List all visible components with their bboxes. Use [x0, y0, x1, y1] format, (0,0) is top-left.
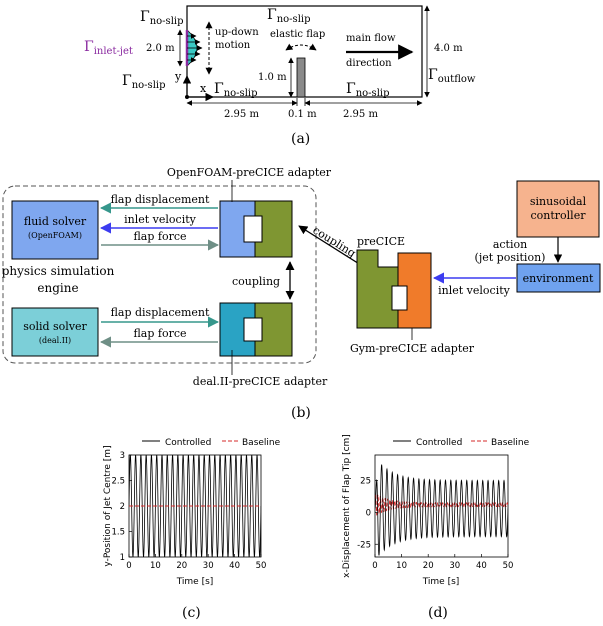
elastic-flap — [296, 57, 306, 98]
chart-d-legend-controlled: Controlled — [416, 438, 462, 448]
up-down-label-2: motion — [215, 40, 251, 51]
up-down-label-1: up-down — [215, 27, 259, 38]
chart-d-xlabel: Time [s] — [422, 577, 460, 587]
y-tick-label-3: 2.5 — [111, 477, 125, 487]
x-tick-label-3: 30 — [203, 561, 214, 571]
dim-right-label: 2.95 m — [343, 109, 378, 120]
gamma-noslip-bottomleft: Γno-slip — [122, 73, 166, 91]
action-label-1: action — [493, 238, 527, 251]
x-tick-label-0: 0 — [126, 561, 131, 571]
environment-box — [516, 263, 601, 293]
axis-y-label: y — [174, 70, 182, 83]
chart-c-xlabel: Time [s] — [176, 577, 214, 587]
gamma-outflow: Γoutflow — [428, 67, 476, 85]
environment-label: environment — [523, 272, 594, 285]
gamma-noslip-bottom-right-wall: Γno-slip — [346, 81, 390, 99]
openfoam-precice-shape — [254, 200, 293, 258]
x-tick-label-1: 10 — [150, 561, 161, 571]
physics-label-2: engine — [37, 281, 78, 295]
flap-height-label: 1.0 m — [258, 72, 287, 83]
fluid-solver-sub: (OpenFOAM) — [28, 231, 82, 240]
y-tick-label-0: -25 — [357, 540, 371, 550]
fluid-solver-box — [11, 200, 99, 260]
x-tick-label-4: 40 — [229, 561, 240, 571]
inlet-velocity-label-2: inlet velocity — [438, 284, 511, 297]
flap-force-label-2: flap force — [133, 327, 186, 340]
dealii-adapter-label: deal.II-preCICE adapter — [193, 375, 328, 388]
gamma-noslip-topleft: Γno-slip — [140, 9, 184, 27]
chart-d-controlled-line — [375, 464, 508, 556]
x-tick-label-0: 0 — [372, 561, 377, 571]
x-tick-label-5: 50 — [256, 561, 267, 571]
jet-height-label: 2.0 m — [146, 43, 175, 54]
main-flow-label-2: direction — [346, 58, 392, 69]
axis-x-label: x — [200, 82, 207, 95]
inlet-velocity-arrows — [187, 33, 203, 63]
gym-adapter-label: Gym-preCICE adapter — [350, 342, 475, 355]
action-label-2: (jet position) — [475, 251, 546, 264]
chart-d: 0 10 20 30 40 50 -25 0 25 Controlled Baseline Ti… — [342, 434, 530, 621]
dim-left-label: 2.95 m — [224, 109, 259, 120]
chart-c: 0 10 20 30 40 50 1 1.5 2 2.5 3 Controlled Baseline… — [103, 438, 281, 621]
gym-precice-orange-shape — [397, 252, 432, 329]
physics-label-1: physics simulation — [2, 264, 115, 278]
controller-label-2: controller — [531, 209, 587, 222]
caption-a: (a) — [291, 131, 310, 147]
gamma-noslip-top: Γno-slip — [267, 7, 311, 25]
solid-solver-box — [11, 307, 99, 357]
y-tick-label-2: 25 — [360, 477, 371, 487]
chart-d-legend-baseline: Baseline — [491, 438, 530, 448]
x-tick-label-5: 50 — [503, 561, 514, 571]
openfoam-adapter-label: OpenFOAM-preCICE adapter — [167, 166, 332, 179]
dim-flap-label: 0.1 m — [288, 109, 317, 120]
panel-a: Γno-slip Γinlet-jet Γno-slip Γno-slip Γn… — [84, 5, 476, 147]
gamma-inlet-jet: Γinlet-jet — [84, 39, 133, 57]
fluid-solver-label: fluid solver — [24, 215, 87, 228]
y-tick-label-1: 0 — [366, 508, 371, 518]
x-tick-label-4: 40 — [476, 561, 487, 571]
flap-motion-arc — [285, 43, 317, 51]
controller-box — [516, 180, 600, 238]
chart-d-ticks: 0 10 20 30 40 50 -25 0 25 — [357, 477, 513, 572]
caption-b: (b) — [291, 405, 311, 421]
dealii-adapter-shape — [219, 302, 256, 357]
flap-displacement-label-1: flap displacement — [111, 193, 210, 206]
domain-height-label: 4.0 m — [434, 43, 463, 54]
x-tick-label-1: 10 — [396, 561, 407, 571]
flap-force-label-1: flap force — [133, 230, 186, 243]
y-tick-label-2: 2 — [120, 502, 125, 512]
openfoam-adapter-shape — [219, 200, 256, 258]
physics-engine-frame — [2, 185, 317, 364]
gamma-noslip-bottom-left-wall: Γno-slip — [214, 81, 258, 99]
x-tick-label-2: 20 — [176, 561, 187, 571]
main-flow-label-1: main flow — [346, 33, 396, 44]
controller-label-1: sinusoidal — [530, 195, 587, 208]
coupling-label-1: coupling — [232, 275, 280, 288]
y-tick-label-1: 1.5 — [111, 528, 125, 538]
dealii-precice-shape — [254, 302, 293, 357]
chart-d-baseline-line — [375, 493, 508, 516]
caption-c: (c) — [182, 605, 201, 621]
chart-c-legend-controlled: Controlled — [165, 438, 211, 448]
solid-solver-sub: (deal.II) — [39, 336, 71, 345]
panel-b: fluid solver (OpenFOAM) solid solver (de… — [2, 166, 601, 421]
chart-c-ylabel: y-Position of Jet Centre [m] — [103, 445, 113, 566]
elastic-flap-label: elastic flap — [270, 29, 325, 40]
precice-label: preCICE — [357, 235, 405, 248]
caption-d: (d) — [428, 605, 448, 621]
gym-precice-green-shape — [356, 249, 399, 329]
inlet-velocity-label-1: inlet velocity — [124, 213, 197, 226]
coupling-label-2: coupling — [310, 224, 358, 261]
x-tick-label-2: 20 — [423, 561, 434, 571]
y-tick-label-4: 3 — [120, 451, 125, 461]
y-tick-label-0: 1 — [120, 553, 125, 563]
flap-displacement-label-2: flap displacement — [111, 306, 210, 319]
chart-c-legend-baseline: Baseline — [242, 438, 281, 448]
solid-solver-label: solid solver — [23, 320, 87, 333]
chart-d-ylabel: x-Displacement of Flap Tip [cm] — [342, 434, 352, 578]
x-tick-label-3: 30 — [449, 561, 460, 571]
